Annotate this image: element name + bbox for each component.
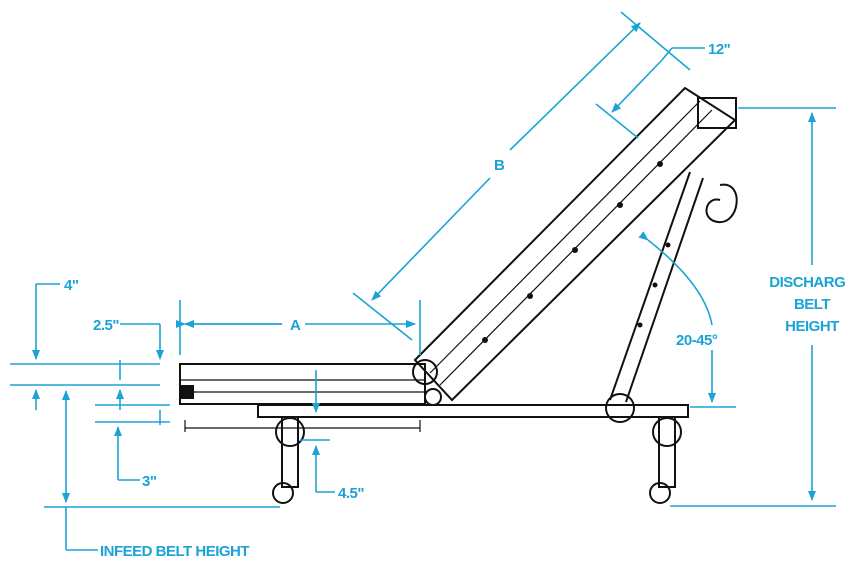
dimension-infeed-height: INFEED BELT HEIGHT (44, 390, 280, 560)
base-frame (257, 404, 689, 418)
discharge-label-1: DISCHARGE (769, 274, 846, 291)
dimension-3: 3" (95, 410, 170, 490)
conveyor-machine (179, 86, 738, 504)
dim-3-label: 3" (142, 473, 157, 490)
dimension-angle: 20-45° (638, 231, 736, 408)
dimension-2-5: 2.5" (93, 317, 170, 410)
caster-left (272, 416, 305, 504)
dimension-4-5: 4.5" (300, 370, 365, 502)
dim-b-label: B (494, 157, 505, 174)
infeed-section (179, 363, 426, 405)
support-leg (605, 171, 704, 423)
caster-right (649, 416, 682, 504)
incline-section (412, 86, 737, 406)
dimension-discharge-height: DISCHARGE BELT HEIGHT (670, 107, 846, 507)
dimension-4: 4" (10, 277, 160, 410)
drive-motor (697, 97, 737, 129)
discharge-label-2: BELT (794, 296, 830, 313)
infeed-label: INFEED BELT HEIGHT (100, 543, 249, 560)
dim-12-label: 12" (708, 41, 731, 58)
discharge-label-3: HEIGHT (785, 318, 839, 335)
dimension-12: 12" (595, 41, 731, 139)
dim-4-label: 4" (64, 277, 79, 294)
dimension-b: B (352, 11, 691, 341)
dim-2-5-label: 2.5" (93, 317, 119, 334)
angle-label: 20-45° (676, 332, 718, 349)
dimension-a: A (176, 300, 421, 355)
dim-a-label: A (290, 317, 301, 334)
dim-4-5-label: 4.5" (338, 485, 364, 502)
